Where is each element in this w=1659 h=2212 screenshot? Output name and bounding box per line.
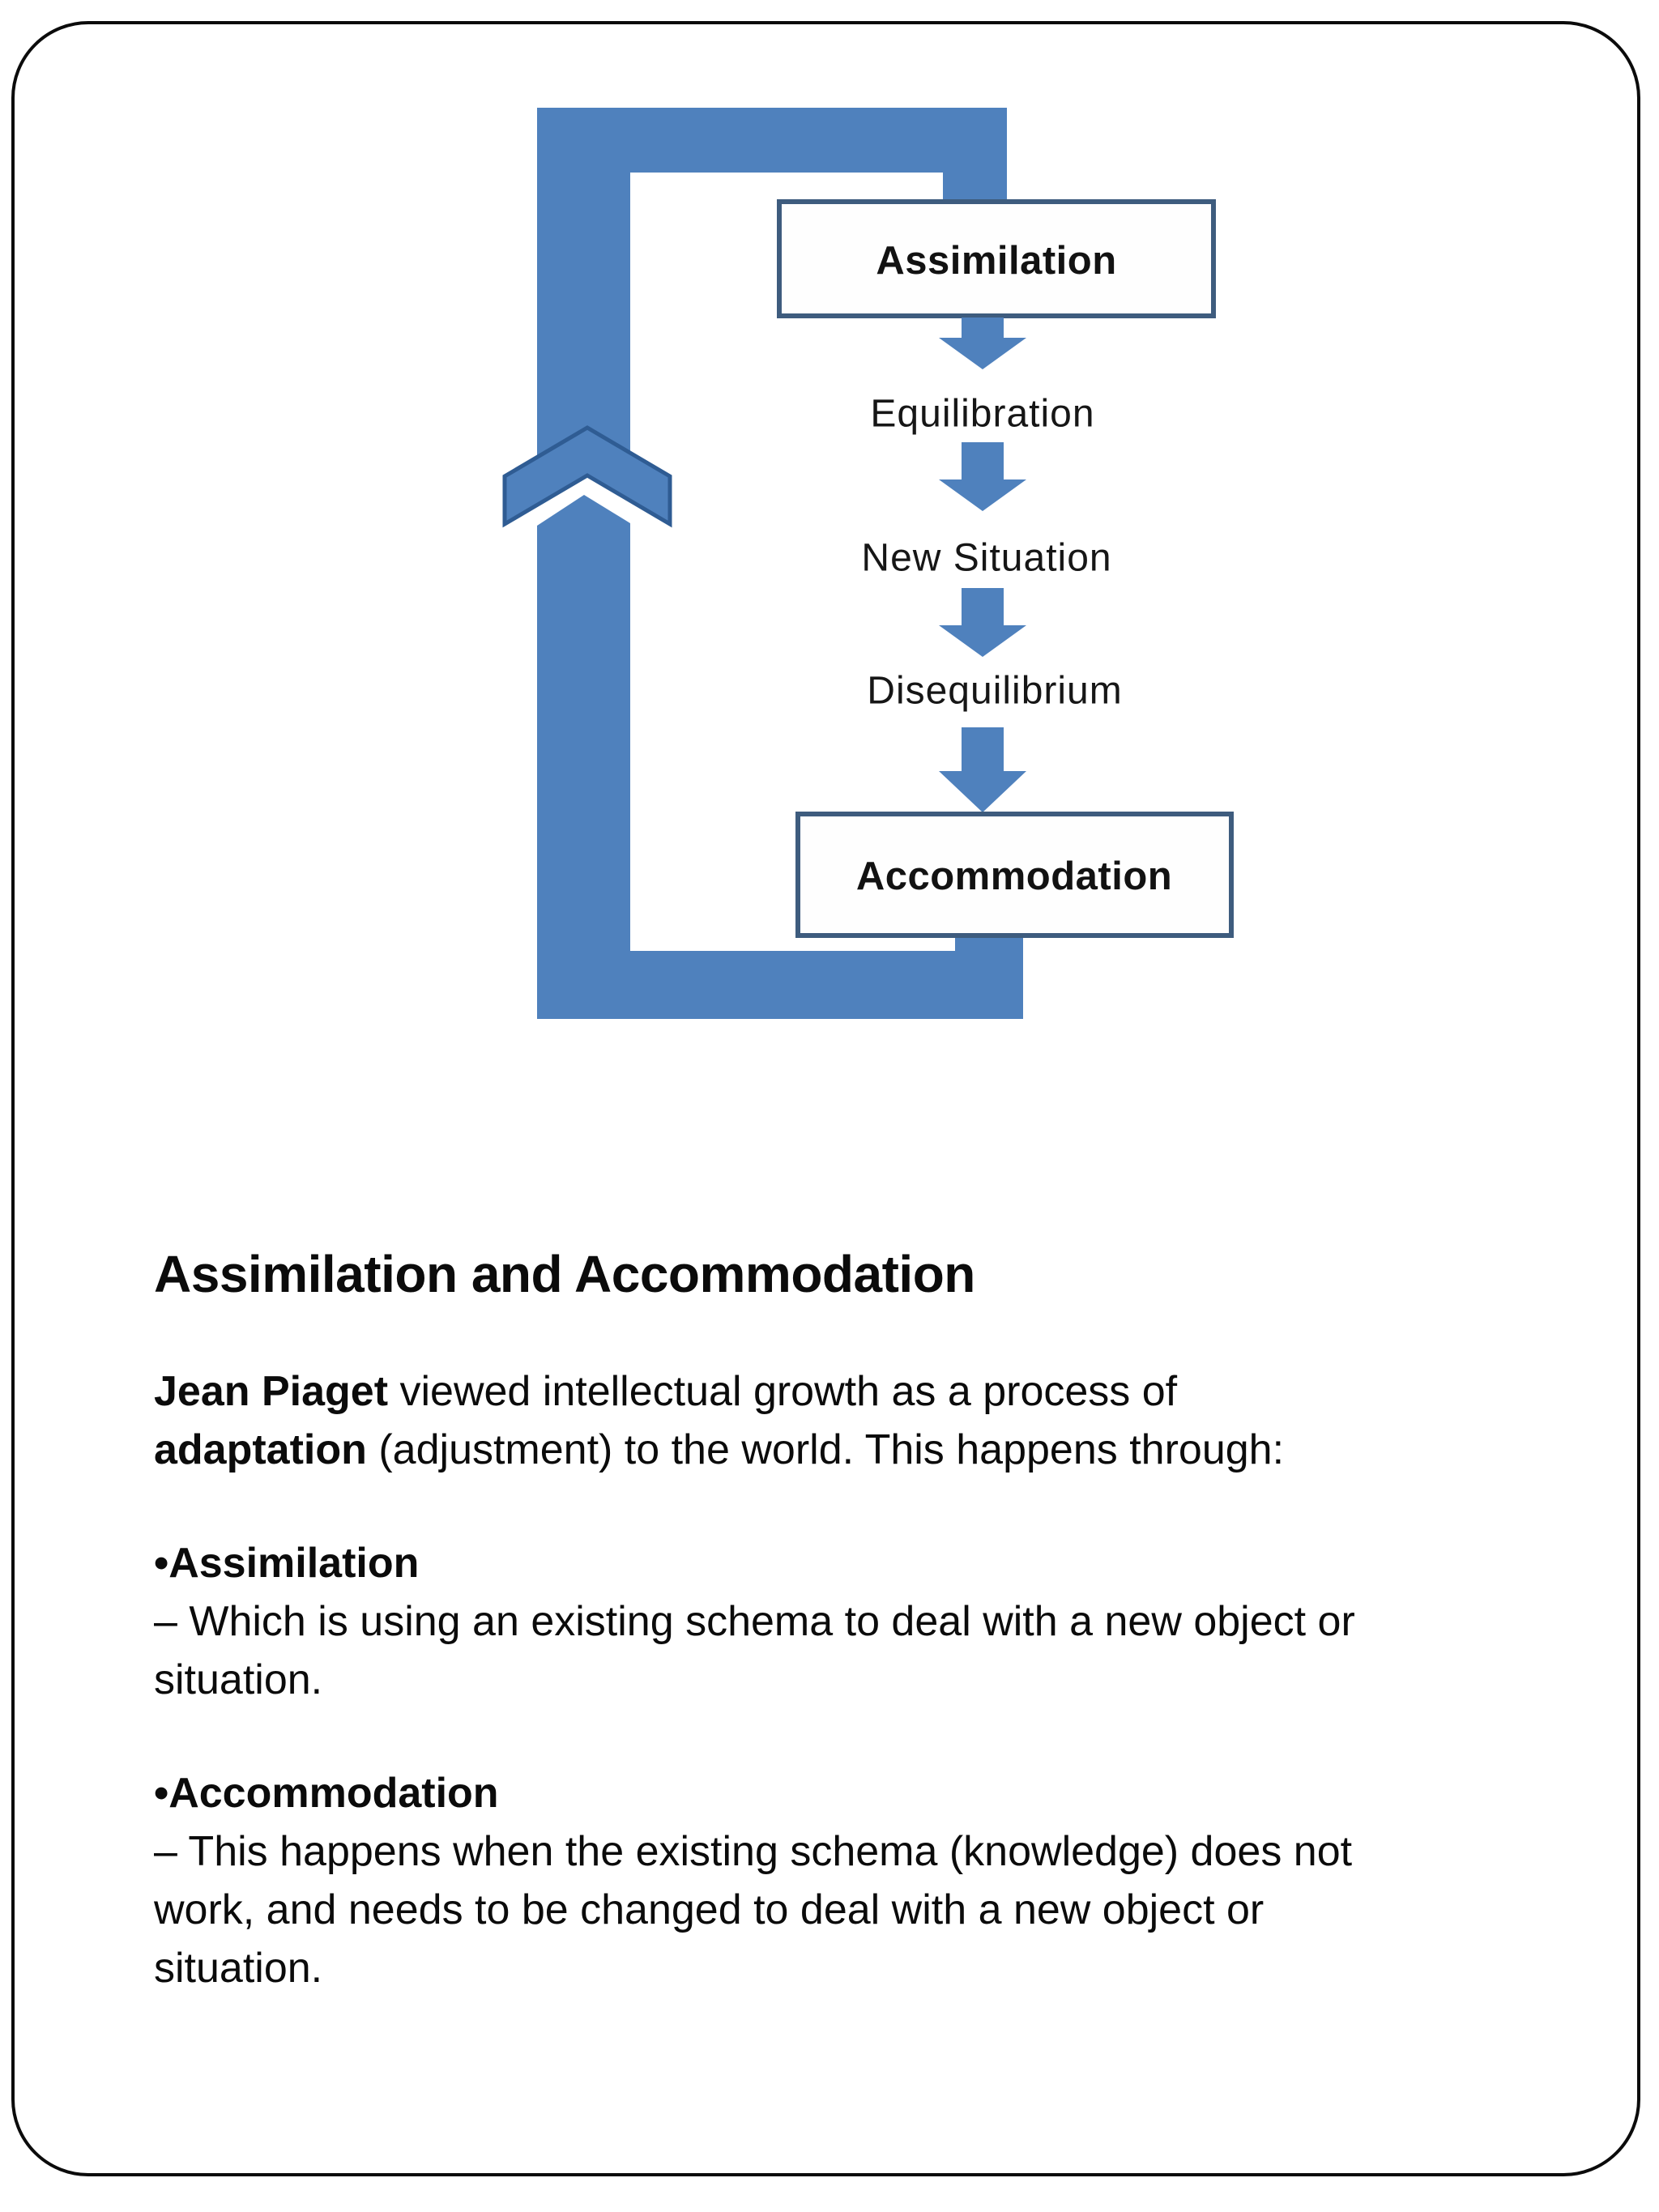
bullet-assimilation-line-1: – Which is using an existing schema to d… — [154, 1598, 1355, 1645]
flow-diagram: Assimilation Equilibration New Situation… — [0, 0, 1659, 1069]
assimilation-box-label: Assimilation — [876, 239, 1116, 283]
bullet-accommodation-line-3: situation. — [154, 1945, 323, 1992]
step-label-equilibration: Equilibration — [870, 393, 1094, 436]
bullet-accommodation-line-1: – This happens when the existing schema … — [154, 1828, 1353, 1875]
chevron-up-icon — [502, 425, 672, 528]
accommodation-box: Accommodation — [795, 812, 1234, 938]
intro-line-2: adaptation (adjustment) to the world. Th… — [154, 1421, 1580, 1479]
assimilation-box-frame — [777, 199, 1216, 318]
intro-rest-2: (adjustment) to the world. This happens … — [366, 1426, 1285, 1473]
bullet-term-accommodation: •Accommodation — [154, 1770, 499, 1817]
accommodation-box-frame — [795, 812, 1234, 938]
loop-left-bar-upper — [537, 108, 630, 466]
loop-left-bar-lower — [537, 495, 630, 1019]
accommodation-box-label: Accommodation — [856, 855, 1172, 898]
bullet-term-assimilation: •Assimilation — [154, 1540, 420, 1587]
assimilation-box: Assimilation — [777, 199, 1216, 318]
intro-bold-jean-piaget: Jean Piaget — [154, 1368, 389, 1415]
down-arrow-icon — [939, 588, 1026, 657]
down-arrow-icon — [939, 442, 1026, 511]
step-label-new-situation: New Situation — [861, 537, 1111, 580]
intro-rest-1: viewed intellectual growth as a process … — [388, 1368, 1178, 1415]
loop-bottom-bar — [537, 951, 1023, 1019]
bullet-assimilation-line-2: situation. — [154, 1656, 323, 1703]
down-arrow-icon — [939, 727, 1026, 812]
bullet-accommodation-line-2: work, and needs to be changed to deal wi… — [154, 1886, 1265, 1933]
content-section: Assimilation and Accommodation Jean Piag… — [154, 1246, 1580, 1997]
intro-bold-adaptation: adaptation — [154, 1426, 367, 1473]
down-arrow-icon — [939, 318, 1026, 369]
intro-line-1: Jean Piaget viewed intellectual growth a… — [154, 1362, 1580, 1421]
step-label-disequilibrium: Disequilibrium — [867, 670, 1122, 713]
page-title: Assimilation and Accommodation — [154, 1245, 975, 1303]
